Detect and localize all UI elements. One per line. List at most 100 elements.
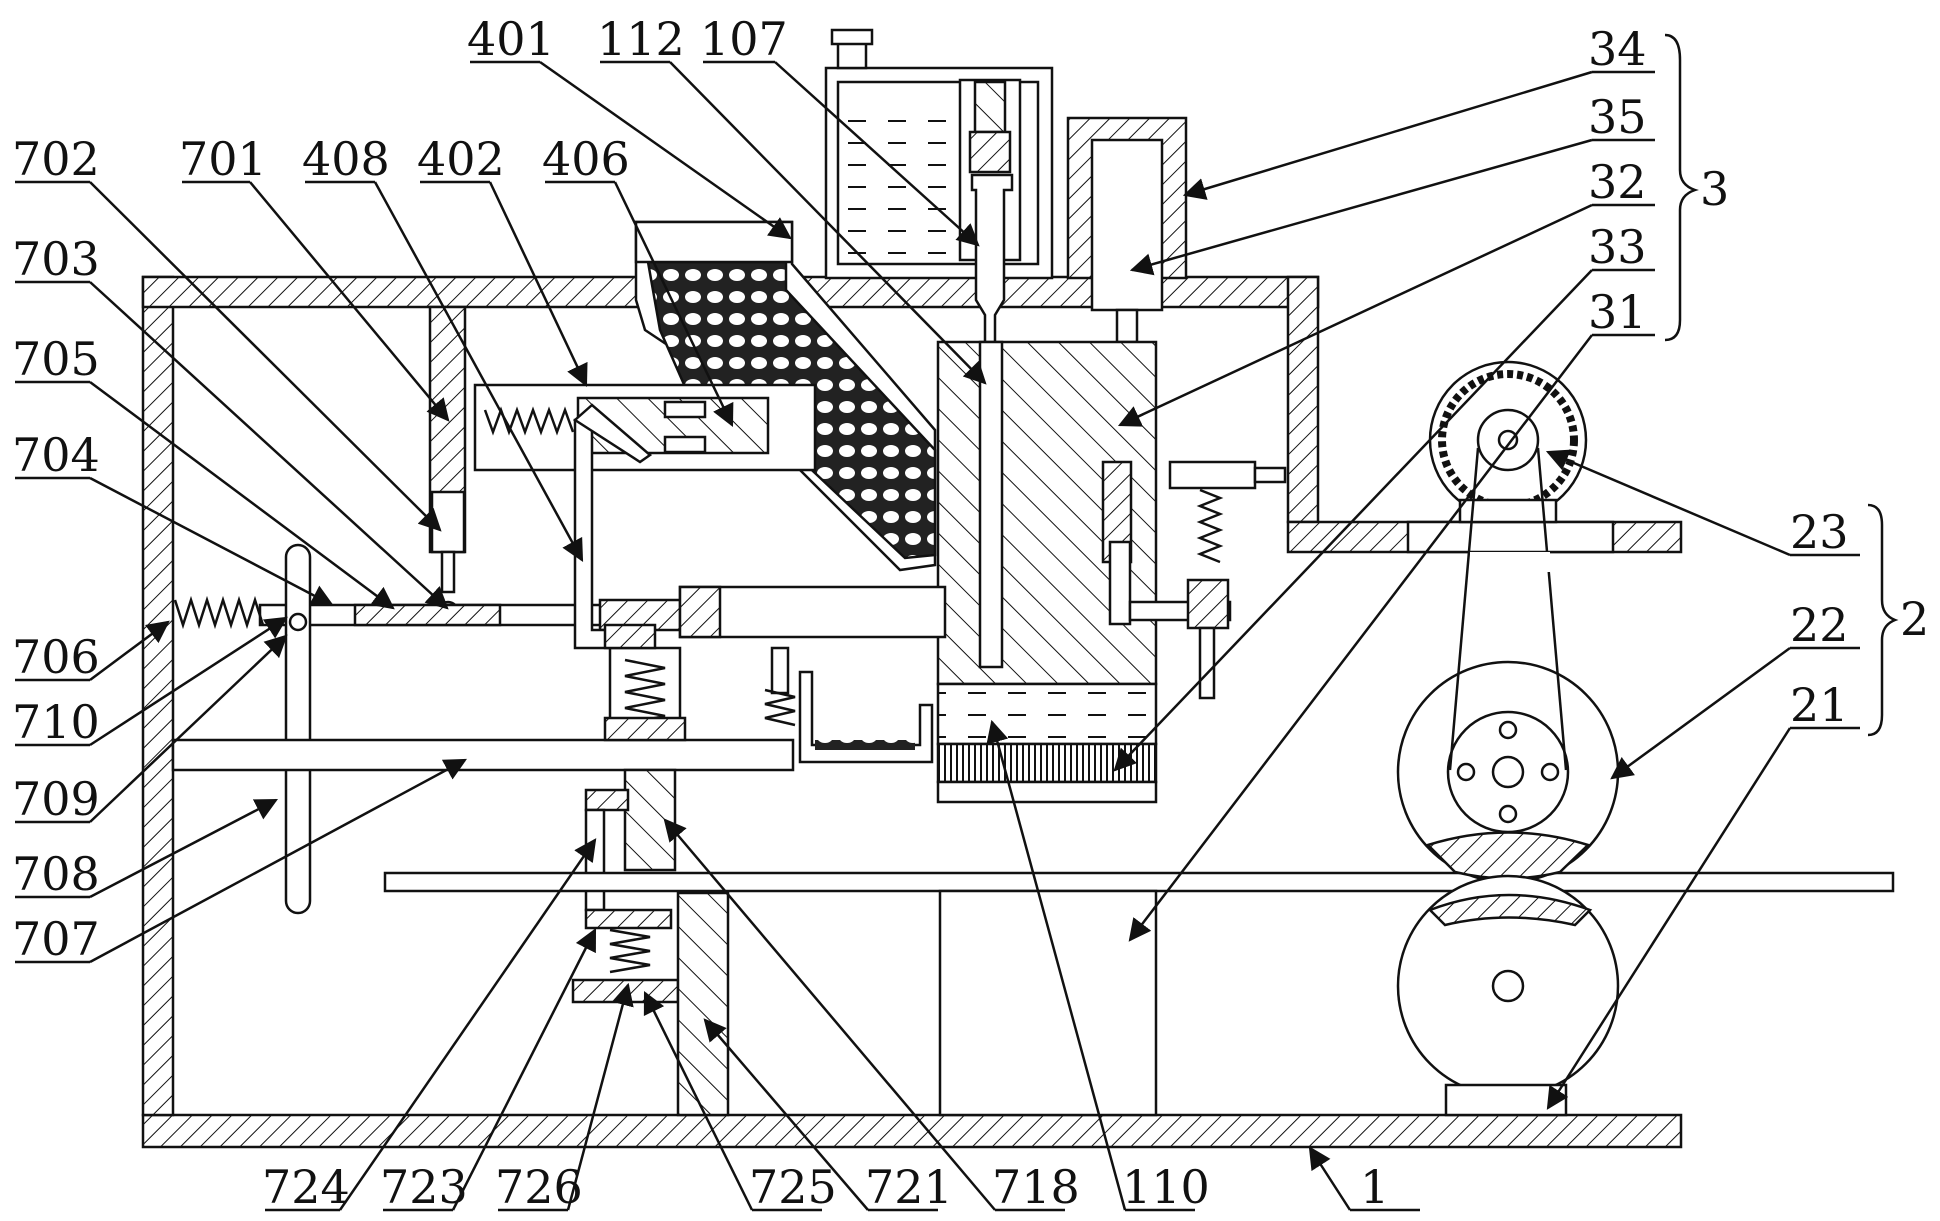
label-1: 1 [1360, 1160, 1389, 1214]
label-705: 705 [12, 332, 100, 386]
label-110: 110 [1122, 1160, 1210, 1214]
upper-roller-hole-4 [1540, 762, 1560, 782]
spring-block-base [603, 716, 687, 742]
label-23: 23 [1790, 505, 1849, 559]
label-22: 22 [1790, 598, 1849, 652]
label-112: 112 [597, 12, 685, 66]
label-724: 724 [262, 1160, 350, 1214]
press-base [936, 780, 1158, 804]
spring-block-spring [624, 658, 666, 726]
spring-block-top [603, 623, 657, 650]
base-plate [141, 1113, 1683, 1149]
label-701: 701 [179, 132, 267, 186]
label-107: 107 [700, 12, 788, 66]
label-726: 726 [495, 1160, 583, 1214]
upper-roller-band [1425, 831, 1591, 880]
callout-labels: 401 112 107 34 35 3 32 33 31 702 701 408… [12, 12, 1929, 1214]
clamp-post [676, 891, 730, 1117]
side-spring-cap [1253, 466, 1287, 484]
waste-tray [798, 670, 934, 764]
belt-clamp-top [1470, 552, 1550, 572]
reservoir-cap-top [830, 28, 874, 46]
label-723: 723 [380, 1160, 468, 1214]
label-708: 708 [12, 847, 100, 901]
stopper-cap [584, 788, 630, 812]
side-spring [1196, 488, 1224, 564]
upper-roller-hole-3 [1456, 762, 1476, 782]
label-406: 406 [542, 132, 630, 186]
label-34: 34 [1588, 22, 1647, 76]
frame-right-wall [1286, 275, 1320, 524]
frame-left-wall [141, 275, 175, 1117]
latch-block [430, 490, 466, 554]
side-lever-post [1186, 578, 1230, 630]
label-704: 704 [12, 428, 100, 482]
piston-head [968, 130, 1012, 174]
label-702: 702 [12, 132, 100, 186]
cylinder-body [1090, 138, 1164, 312]
label-402: 402 [417, 132, 505, 186]
push-spring [173, 595, 265, 630]
motor-mount-plate [1406, 520, 1615, 554]
press-channel [978, 340, 1004, 669]
label-31: 31 [1588, 285, 1647, 339]
waste-spring [764, 688, 796, 727]
horizontal-bar [171, 738, 795, 772]
lever-pivot-top [288, 612, 308, 632]
piston-spring-box [973, 80, 1007, 134]
push-sleeve [678, 585, 947, 639]
conveyor-board [383, 871, 1895, 893]
motor-stand [1458, 498, 1558, 524]
label-21: 21 [1790, 678, 1849, 732]
upper-roller-center [1491, 755, 1525, 789]
push-sleeve-end [678, 585, 722, 639]
waste-pin [770, 646, 790, 695]
cylinder-rod [1115, 308, 1139, 344]
label-710: 710 [12, 695, 100, 749]
label-703: 703 [12, 232, 100, 286]
latch-pin [440, 550, 456, 594]
side-slide-lower [1108, 540, 1132, 626]
clamp-spring [609, 928, 651, 974]
reservoir-liquid [840, 120, 960, 262]
lower-roller-stand [1444, 1083, 1568, 1117]
label-35: 35 [1588, 90, 1647, 144]
label-709: 709 [12, 772, 100, 826]
hopper-top-rim [634, 220, 794, 264]
label-707: 707 [12, 912, 100, 966]
reservoir-cap [836, 40, 868, 70]
label-3: 3 [1700, 162, 1729, 216]
stopper-side [584, 808, 606, 912]
press-bottom-tank [936, 682, 1158, 746]
waste-debris [815, 740, 915, 750]
push-rod-slot [353, 603, 502, 627]
label-725: 725 [749, 1160, 837, 1214]
leader-lines [15, 33, 1899, 1212]
feed-gate-b [663, 435, 707, 454]
swing-lever [284, 543, 312, 915]
lower-roller-center [1491, 969, 1525, 1003]
label-33: 33 [1588, 220, 1647, 274]
side-spring-rod [1168, 460, 1257, 490]
stopper-block [623, 768, 677, 872]
feed-spring [483, 406, 575, 436]
upper-roller-hole-1 [1498, 720, 1518, 740]
lower-roller-band [1427, 893, 1593, 927]
label-401: 401 [467, 12, 555, 66]
label-32: 32 [1588, 155, 1647, 209]
side-lever-rod [1198, 626, 1216, 700]
belt-right [1536, 447, 1568, 771]
clamp-top [584, 908, 673, 930]
feed-gate-a [663, 400, 707, 419]
label-2: 2 [1900, 592, 1929, 646]
drawing-body [141, 28, 1895, 1149]
label-706: 706 [12, 630, 100, 684]
motor-pulley-center [1497, 429, 1519, 451]
belt-left [1448, 447, 1480, 771]
label-721: 721 [865, 1160, 953, 1214]
label-408: 408 [302, 132, 390, 186]
l-link-hook [572, 403, 653, 464]
label-718: 718 [992, 1160, 1080, 1214]
upper-roller-hole-2 [1498, 804, 1518, 824]
